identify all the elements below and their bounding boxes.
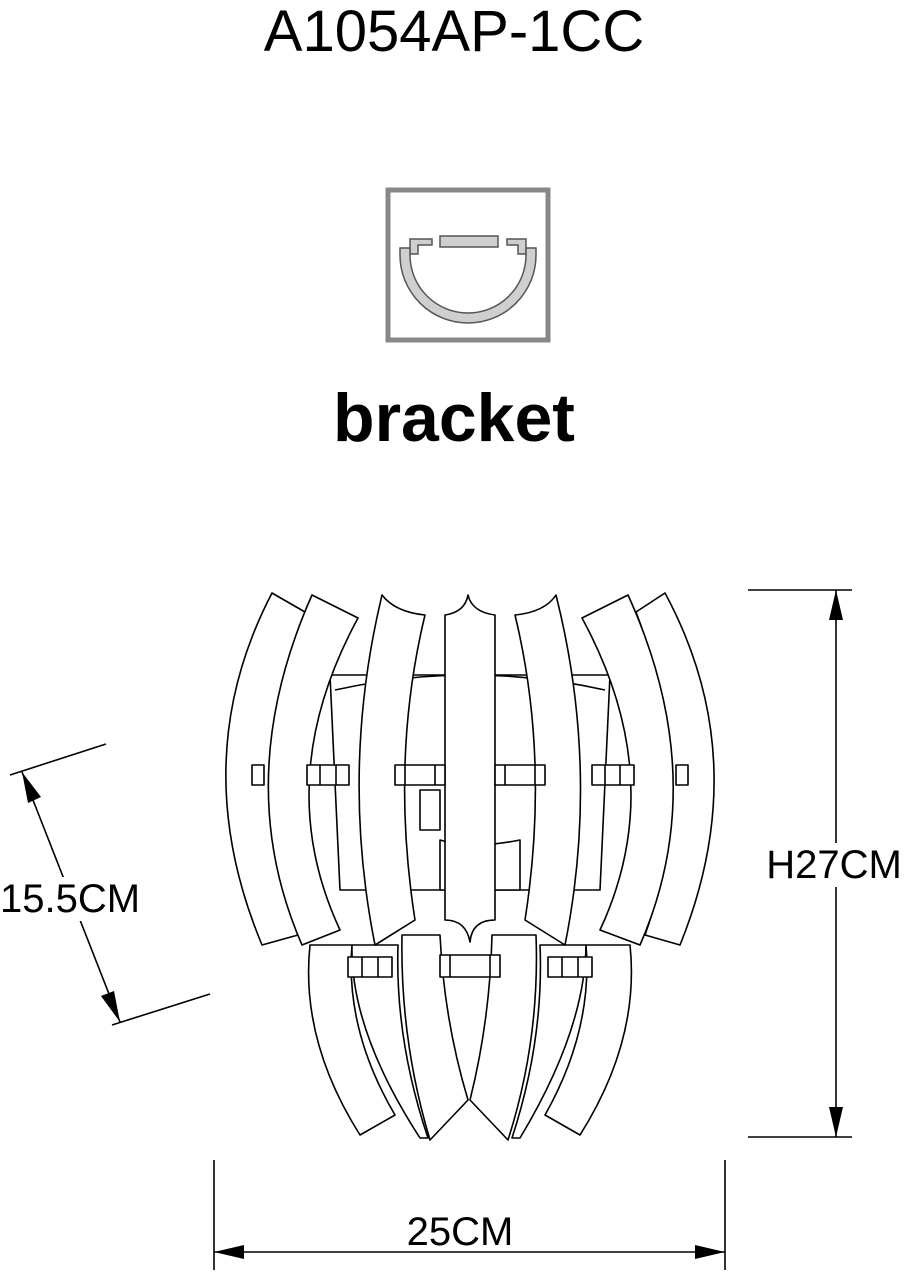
dimension-arrows <box>22 590 843 1259</box>
lower-blade <box>401 934 469 1141</box>
width-dimension-label: 25CM <box>406 1210 514 1254</box>
upper-blade <box>581 594 675 946</box>
lower-blade <box>544 944 633 1136</box>
center-blade <box>444 594 496 943</box>
lower-blade <box>351 944 429 1139</box>
height-dimension-label: H27CM <box>760 843 908 887</box>
bracket-icon <box>385 187 551 343</box>
upper-clips <box>251 764 689 786</box>
bracket-label: bracket <box>333 380 575 456</box>
upper-blade <box>514 594 582 946</box>
lower-blade <box>511 944 587 1139</box>
lamp-drawing <box>225 592 715 1141</box>
lower-blade <box>307 944 396 1136</box>
depth-dimension-label: 15.5CM <box>0 877 160 921</box>
model-title: A1054AP-1CC <box>263 0 645 64</box>
upper-blade <box>267 594 359 946</box>
lower-clips <box>347 954 593 978</box>
lower-blade <box>469 934 538 1141</box>
upper-blade <box>358 594 426 946</box>
